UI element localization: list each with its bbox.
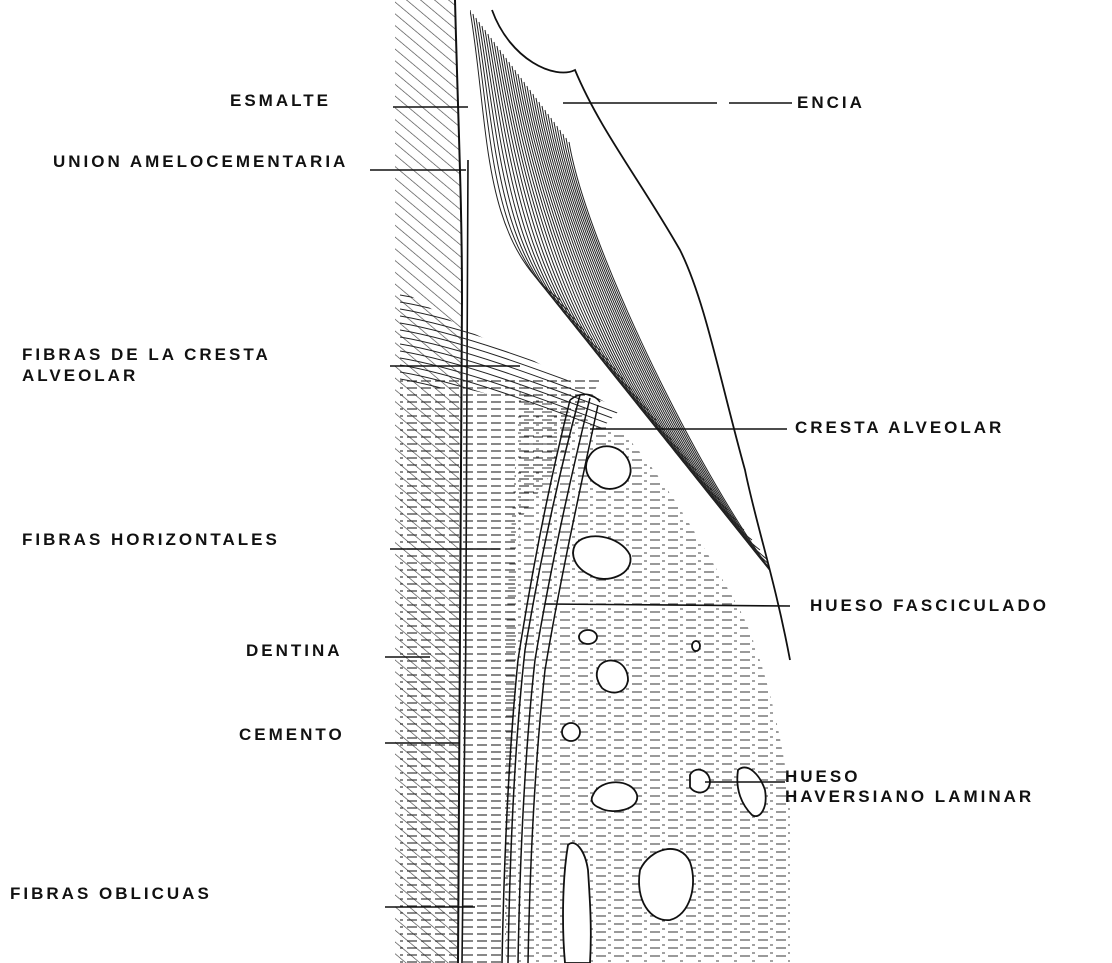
label-encia: ENCIA [797,93,865,113]
label-union-amelocementaria: UNION AMELOCEMENTARIA [53,152,348,172]
label-cemento: CEMENTO [239,725,345,745]
label-fibras-cresta-line1: FIBRAS DE LA CRESTA [22,345,271,365]
label-cresta-alveolar: CRESTA ALVEOLAR [795,418,1004,438]
label-fibras-cresta-line2: ALVEOLAR [22,366,138,386]
label-fibras-oblicuas: FIBRAS OBLICUAS [10,884,212,904]
label-fibras-horizontales: FIBRAS HORIZONTALES [22,530,280,550]
gingiva-fiber [491,38,616,370]
label-hueso-haversiano-line1: HUESO [785,767,860,787]
label-hueso-fasciculado: HUESO FASCICULADO [810,596,1049,616]
label-esmalte: ESMALTE [230,91,331,111]
label-hueso-haversiano-line2: HAVERSIANO LAMINAR [785,787,1034,807]
label-dentina: DENTINA [246,641,343,661]
